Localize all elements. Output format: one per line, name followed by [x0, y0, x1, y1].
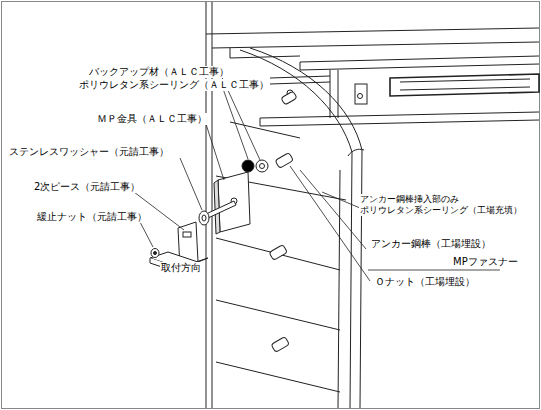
bolt-and-washer-stroke [199, 211, 209, 225]
group-label: MPファスナー [452, 256, 519, 268]
mp-bracket-stroke [242, 160, 254, 172]
lock-nut-stroke [154, 252, 157, 255]
leader-lines-stroke [140, 222, 153, 247]
part-label: アンカー鋼棒挿入部のみ ポリウレタン系シーリング（工場充填） [359, 194, 537, 216]
part-label: ポリウレタン系シーリング（ＡＬＣ工事） [78, 79, 270, 91]
panel-joint-stroke [212, 42, 539, 48]
steel-beam-stroke [358, 94, 363, 99]
o-nuts-stroke [281, 91, 297, 105]
mp-bracket-stroke [260, 164, 265, 169]
alc-panel [240, 48, 364, 408]
bolt-and-washer-stroke [202, 215, 206, 221]
part-label: 緩止ナット（元請工事） [36, 211, 148, 223]
o-nuts-stroke [275, 153, 293, 169]
anchor-rods-stroke [216, 362, 340, 392]
o-nuts-stroke [271, 337, 289, 353]
anchor-rods-stroke [216, 300, 340, 330]
leader-lines [134, 73, 500, 281]
lock-nut-stroke [151, 249, 159, 258]
direction-note: 取付方向 [160, 262, 202, 274]
steel-beam [230, 48, 539, 126]
anchor-rods [216, 122, 346, 392]
o-nuts-stroke [269, 245, 287, 261]
steel-beam-stroke [260, 112, 539, 126]
panel-joint-stroke [212, 2, 213, 408]
leader-lines-stroke [322, 192, 360, 208]
mp-bracket [214, 160, 268, 234]
alc-panel-stroke [348, 149, 364, 156]
lock-nut [151, 249, 159, 258]
leader-lines-stroke [300, 170, 366, 249]
alc-panel-stroke [250, 48, 362, 150]
steel-beam-stroke [300, 56, 539, 70]
part-label: アンカー鋼棒（工場埋設） [370, 238, 492, 250]
leader-lines-stroke [222, 86, 248, 159]
leader-lines-stroke [290, 166, 370, 281]
panel-joint-stroke [206, 28, 539, 34]
leader-lines-stroke [180, 158, 202, 210]
bolt-and-washer [199, 201, 236, 225]
panel-joint [206, 2, 539, 408]
part-label: ステンレスワッシャー（元請工事） [8, 146, 170, 158]
anchor-rods-stroke [230, 122, 300, 138]
leader-lines-stroke [368, 270, 500, 271]
alc-panel-stroke [350, 150, 362, 408]
panel-joint-stroke [206, 2, 207, 408]
mp-bracket-stroke [256, 160, 268, 172]
secondary-piece-stroke [183, 232, 191, 237]
part-label: 2次ピース（元請工事） [33, 181, 141, 193]
steel-beam-stroke [400, 79, 530, 90]
steel-beam-stroke [355, 84, 367, 104]
mp-bracket-stroke [214, 180, 220, 234]
steel-beam-stroke [270, 76, 330, 84]
part-label: バックアップ材（ＡＬＣ工事） [88, 66, 230, 78]
secondary-piece [150, 222, 208, 273]
part-label: ＭＰ金具（ＡＬＣ工事） [96, 113, 208, 125]
anchor-rods-stroke [216, 238, 340, 270]
bolt-and-washer-stroke [206, 201, 236, 218]
leader-lines-stroke [205, 121, 224, 180]
alc-panel-stroke [338, 170, 340, 408]
steel-beam-stroke [390, 74, 539, 96]
part-label: Ｏナット（工場埋設） [374, 276, 476, 288]
o-nuts [269, 91, 297, 352]
